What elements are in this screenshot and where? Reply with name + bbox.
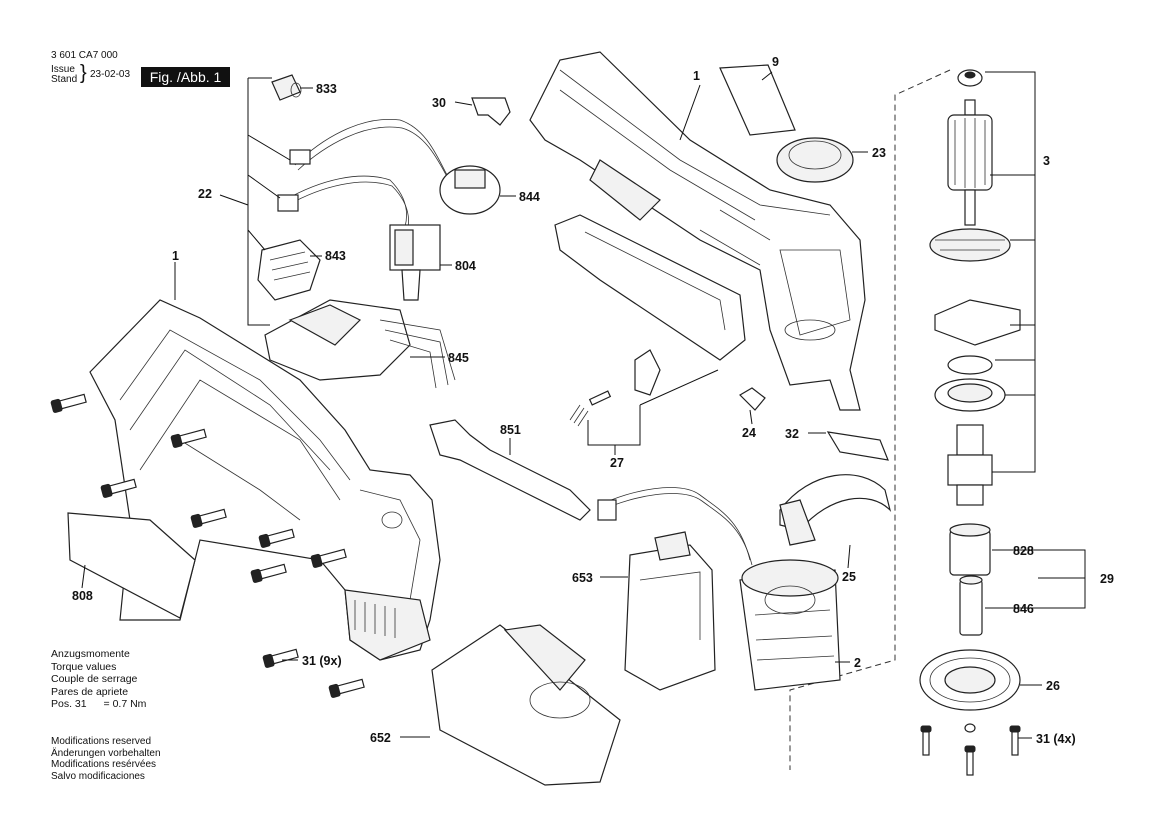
grip-cover — [554, 214, 746, 361]
electronics-group — [257, 74, 501, 389]
spanner-851 — [429, 419, 591, 521]
callout-3: 3 — [1043, 154, 1050, 168]
collet-846 — [959, 575, 983, 636]
issue-date: 23-02-03 — [90, 69, 131, 80]
modifications-es: Salvo modificaciones — [51, 770, 145, 782]
bearing-plate — [934, 299, 1021, 346]
callout-26: 26 — [1046, 679, 1060, 693]
screws-right-group — [920, 723, 1021, 776]
callout-30: 30 — [432, 96, 446, 110]
bracket-3 — [985, 71, 1036, 473]
callout-9: 9 — [772, 55, 779, 69]
callout-846: 846 — [1013, 602, 1034, 616]
stand-label: Stand — [51, 74, 78, 85]
bracket-29 — [992, 549, 1086, 609]
housing-right-half — [529, 51, 866, 411]
figure-label: Fig. /Abb. 1 — [141, 67, 230, 87]
callout-29: 29 — [1100, 572, 1114, 586]
torque-pos-row: Pos. 31 = 0.7 Nm — [51, 698, 146, 711]
callout-833: 833 — [316, 82, 337, 96]
brush-holder-843 — [257, 239, 321, 301]
torque-note: Anzugsmomente Torque values Couple de se… — [51, 648, 146, 711]
issue-brace: } — [80, 62, 87, 84]
guard-25 — [779, 474, 892, 546]
clip-24 — [739, 387, 766, 411]
torque-line-de: Anzugsmomente — [51, 648, 130, 660]
armature-3 — [929, 99, 1011, 262]
screws-left-group — [50, 393, 365, 698]
ferrite-833 — [271, 74, 301, 101]
callout-23: 23 — [872, 146, 886, 160]
callout-27: 27 — [610, 456, 624, 470]
document-number: 3 601 CA7 000 — [51, 50, 118, 61]
switch-804 — [389, 224, 441, 301]
callout-22: 22 — [198, 187, 212, 201]
callout-31-4x: 31 (4x) — [1036, 732, 1076, 746]
bracket-22 — [219, 77, 291, 326]
modifications-de: Änderungen vorbehalten — [51, 747, 161, 759]
callout-804: 804 — [455, 259, 476, 273]
charger-652 — [431, 624, 621, 786]
callout-1-top: 1 — [693, 69, 700, 83]
leader-lines — [81, 71, 1085, 739]
ball-bearing — [934, 378, 1006, 412]
torque-line-en: Torque values — [51, 660, 117, 673]
spindle — [947, 424, 993, 506]
nut-828 — [949, 523, 991, 576]
callout-808: 808 — [72, 589, 93, 603]
lock-button-parts — [569, 349, 661, 427]
stator-2 — [597, 487, 841, 691]
issue-label: Issue — [51, 64, 75, 75]
assembly-axis-line — [789, 69, 951, 770]
callout-24: 24 — [742, 426, 756, 440]
modifications-en: Modifications reserved — [51, 736, 152, 747]
switch-board-844 — [439, 165, 501, 215]
o-ring — [947, 355, 993, 375]
callout-1-left: 1 — [172, 249, 179, 263]
torque-pos-label: Pos. 31 — [51, 698, 87, 710]
label-sheet-808 — [67, 512, 196, 619]
gasket-32 — [826, 431, 889, 461]
electronic-module-845 — [264, 299, 456, 389]
torque-line-fr: Couple de serrage — [51, 673, 138, 685]
clip-30 — [471, 97, 511, 126]
spindle-assembly — [919, 69, 1021, 776]
modifications-note: Modifications reserved Änderungen vorbeh… — [51, 736, 161, 782]
callout-652: 652 — [370, 731, 391, 745]
callout-828: 828 — [1013, 544, 1034, 558]
battery-653 — [624, 531, 716, 691]
callout-653: 653 — [572, 571, 593, 585]
label-sheet-9 — [719, 64, 796, 136]
callout-845: 845 — [448, 351, 469, 365]
callout-31-9x: 31 (9x) — [302, 654, 342, 668]
torque-line-es: Pares de apriete — [51, 685, 129, 698]
base-plate-26 — [919, 649, 1021, 711]
callout-843: 843 — [325, 249, 346, 263]
cap-23 — [776, 137, 854, 183]
torque-pos-value: = 0.7 Nm — [103, 698, 147, 710]
callout-2: 2 — [854, 656, 861, 670]
callout-labels: 833 30 1 9 23 3 22 844 843 804 1 845 851… — [72, 55, 1114, 746]
modifications-fr: Modifications resérvées — [51, 759, 157, 770]
callout-25: 25 — [842, 570, 856, 584]
callout-32: 32 — [785, 427, 799, 441]
callout-851: 851 — [500, 423, 521, 437]
callout-844: 844 — [519, 190, 540, 204]
bracket-27 — [587, 369, 719, 455]
